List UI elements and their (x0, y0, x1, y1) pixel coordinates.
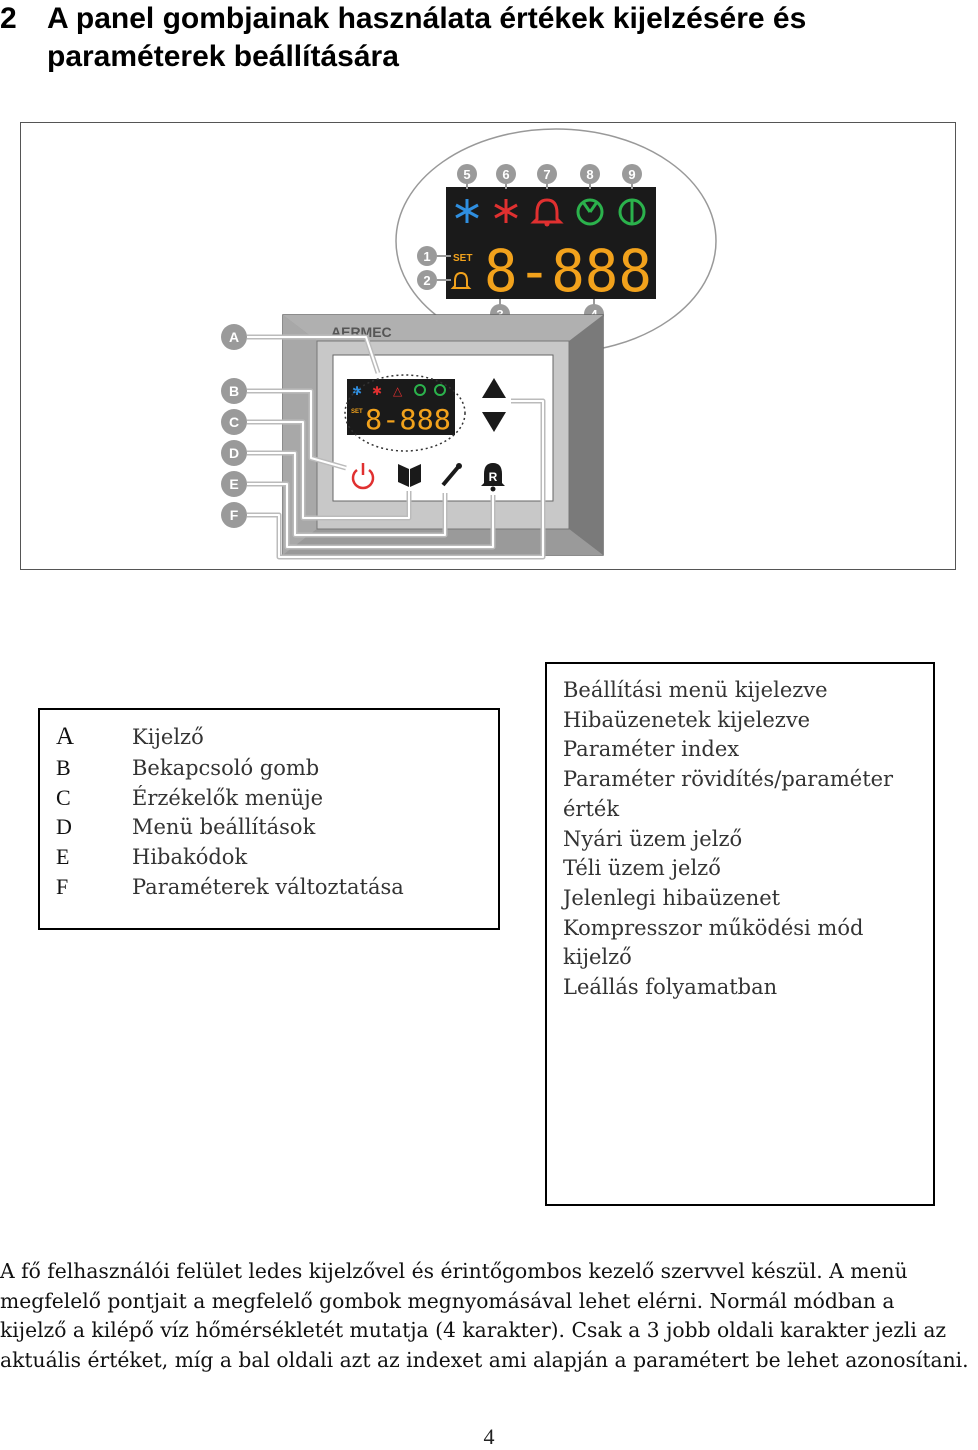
zoomed-display-digits: 8-888 (484, 237, 652, 305)
indicator-notes-box: Beállítási menü kijelezve Hibaüzenetek k… (545, 662, 935, 1206)
legend-label: Bekapcsoló gomb (132, 756, 320, 780)
note-item: Hibaüzenetek kijelezve (563, 707, 811, 732)
legend-key: C (56, 785, 71, 810)
leader-lines (247, 334, 546, 560)
note-item: Paraméter rövidítés/paraméter (563, 767, 894, 792)
callout-9: 9 (628, 167, 635, 182)
compressor-cycle-icon (576, 198, 604, 226)
panel-set-label: SET (351, 409, 363, 415)
legend-label: Paraméterek változtatása (132, 875, 404, 899)
zoom-source-ellipse (344, 374, 466, 452)
control-panel-illustration: 5 6 7 8 9 (221, 128, 717, 560)
section-title: A panel gombjainak használata értékek ki… (47, 0, 947, 76)
note-item: Nyári üzem jelző (563, 826, 743, 851)
note-item: Jelenlegi hibaüzenet (563, 885, 781, 910)
book-icon[interactable] (398, 464, 421, 487)
legend-key: E (56, 844, 70, 869)
callout-6: 6 (502, 167, 509, 182)
note-item: Paraméter index (563, 737, 740, 762)
callout-e: E (229, 476, 238, 492)
letter-callouts: A B C D E F (221, 324, 247, 528)
sun-icon (494, 199, 518, 223)
down-arrow-icon[interactable] (482, 412, 506, 432)
control-panel-figure: 5 6 7 8 9 (20, 122, 956, 570)
indicator-notes-list: Beállítási menü kijelezve Hibaüzenetek k… (563, 676, 923, 1003)
section-title-line-2: paraméterek beállítására (47, 40, 399, 73)
callout-8: 8 (586, 167, 593, 182)
svg-text:✱: ✱ (372, 384, 382, 398)
legend-label: Kijelző (132, 725, 204, 749)
power-icon[interactable] (351, 463, 375, 490)
legend-key: F (56, 874, 69, 899)
standby-icon (618, 198, 646, 226)
legend-key: A (56, 723, 75, 750)
alarm-bell-small-icon (450, 271, 472, 289)
reset-bell-icon[interactable]: R (481, 463, 505, 492)
note-item: Téli üzem jelző (563, 856, 721, 881)
legend-label: Érzékelők menüje (132, 786, 324, 810)
callout-5: 5 (463, 167, 470, 182)
callouts-top: 5 6 7 8 9 (457, 164, 642, 189)
callout-1: 1 (423, 249, 430, 264)
svg-text:△: △ (393, 384, 403, 398)
section-title-line-1: A panel gombjainak használata értékek ki… (47, 2, 807, 35)
section-number: 2 (0, 2, 17, 35)
legend-key: B (56, 755, 71, 780)
note-item: Leállás folyamatban (563, 975, 778, 1000)
note-item: érték (563, 796, 620, 821)
paragraph-line: A fő felhasználói felület ledes kijelzőv… (0, 1259, 908, 1283)
svg-text:R: R (489, 470, 498, 484)
legend-label: Hibakódok (132, 845, 248, 869)
callout-7: 7 (543, 167, 550, 182)
paragraph-line: aktuális értéket, míg a bal oldali azt a… (0, 1348, 969, 1373)
paragraph-line: megfelelő pontjait a megfelelő gombok me… (0, 1288, 895, 1313)
panel-display-digits: 8-888 (365, 403, 451, 436)
description-paragraph: A fő felhasználói felület ledes kijelzőv… (0, 1257, 969, 1376)
set-label: SET (453, 253, 472, 264)
callout-f: F (230, 507, 239, 523)
snowflake-icon (455, 199, 479, 223)
wrench-icon[interactable] (441, 463, 462, 487)
note-item: Beállítási menü kijelezve (563, 678, 828, 702)
page-number: 4 (483, 1424, 495, 1449)
callouts-side: 1 2 (417, 246, 451, 290)
up-arrow-icon[interactable] (482, 378, 506, 398)
note-item: kijelző (563, 945, 632, 970)
callout-b: B (229, 383, 239, 399)
bell-icon (530, 198, 564, 227)
note-item: Kompresszor működési mód (563, 915, 864, 940)
legend-key: D (56, 814, 72, 839)
callout-d: D (229, 445, 239, 461)
panel-display (347, 379, 455, 435)
callout-a: A (229, 329, 239, 345)
paragraph-line: kijelző a kilépő víz hőmérsékletét mutat… (0, 1318, 947, 1343)
callout-2: 2 (423, 273, 430, 288)
callout-c: C (229, 414, 239, 430)
legend-box: A Kijelző B Bekapcsoló gomb C Érzékelők … (38, 708, 500, 930)
legend-label: Menü beállítások (132, 815, 316, 839)
